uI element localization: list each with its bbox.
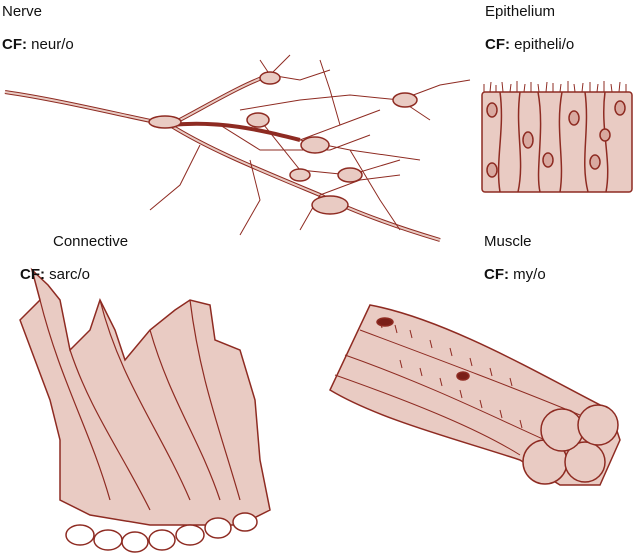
- cf-prefix: CF:: [2, 36, 27, 53]
- epithelium-illustration: [481, 81, 633, 193]
- cf-value: epitheli/o: [514, 36, 575, 53]
- epithelium-title: Epithelium: [485, 3, 556, 20]
- muscle-combining-form: CF: my/o: [484, 266, 546, 283]
- muscle-title: Muscle: [484, 233, 532, 250]
- nerve-illustration: [4, 54, 471, 242]
- cf-value: sarc/o: [49, 266, 91, 283]
- cf-prefix: CF:: [485, 36, 510, 53]
- cf-prefix: CF:: [484, 266, 509, 283]
- cf-value: my/o: [513, 266, 546, 283]
- connective-title: Connective: [53, 233, 129, 250]
- connective-illustration: [19, 267, 271, 553]
- nerve-combining-form: CF: neur/o: [2, 36, 74, 53]
- muscle-illustration: [329, 304, 621, 486]
- epithelium-combining-form: CF: epitheli/o: [485, 36, 574, 53]
- connective-combining-form: CF: sarc/o: [20, 266, 90, 283]
- nerve-title: Nerve: [2, 3, 43, 20]
- cf-prefix: CF:: [20, 266, 45, 283]
- cf-value: neur/o: [31, 36, 74, 53]
